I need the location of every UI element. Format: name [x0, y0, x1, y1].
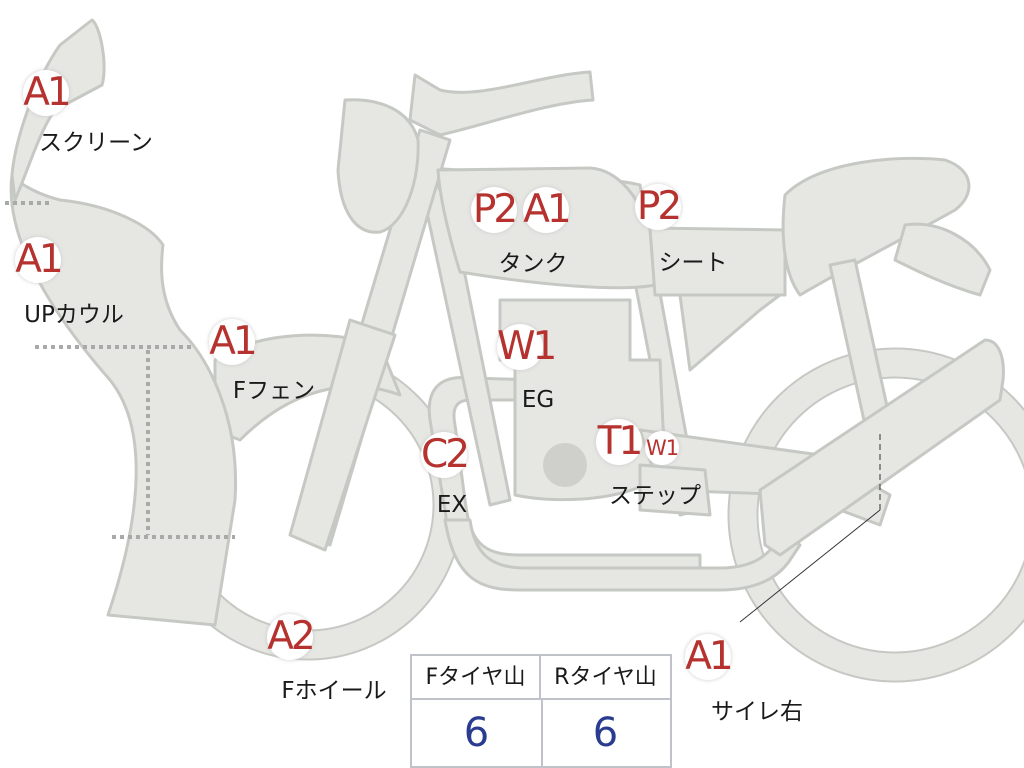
badge-step-t1: T1	[596, 419, 643, 465]
label-engine: EG	[521, 387, 555, 413]
label-exhaust: EX	[436, 492, 468, 518]
badge-f-fender: A1	[209, 319, 258, 365]
label-f-fender: Fフェン	[232, 378, 316, 404]
badge-f-wheel: A2	[267, 614, 316, 660]
label-seat: シート	[658, 250, 728, 276]
headlight	[336, 98, 420, 234]
rear-tire-header: Rタイヤ山	[541, 656, 670, 700]
badge-tank-a1: A1	[523, 187, 572, 233]
seat	[648, 226, 787, 297]
tire-tread-table: Fタイヤ山 Rタイヤ山 6 6	[410, 654, 672, 768]
badge-up-cowl: A1	[15, 237, 64, 283]
badge-seat: P2	[635, 184, 682, 230]
badge-side-right: A1	[685, 634, 734, 680]
muffler	[758, 338, 1005, 557]
front-tire-header: Fタイヤ山	[412, 656, 541, 700]
front-tire-value: 6	[412, 700, 543, 766]
step	[638, 463, 712, 517]
badge-step-w1: W1	[645, 431, 679, 465]
label-f-wheel: Fホイール	[281, 678, 387, 704]
badge-tank-p2: P2	[471, 187, 518, 233]
label-tank: タンク	[498, 251, 568, 277]
badge-engine: W1	[497, 324, 557, 370]
rear-tire-value: 6	[592, 710, 619, 756]
badge-screen: A1	[23, 70, 72, 116]
label-step: ステップ	[609, 483, 701, 509]
handlebar	[408, 70, 595, 137]
label-screen: スクリーン	[39, 130, 153, 156]
badge-exhaust: C2	[421, 432, 470, 478]
label-up-cowl: UPカウル	[24, 302, 124, 328]
label-side-right: サイレ右	[711, 699, 803, 725]
tail-cowl	[781, 156, 971, 297]
